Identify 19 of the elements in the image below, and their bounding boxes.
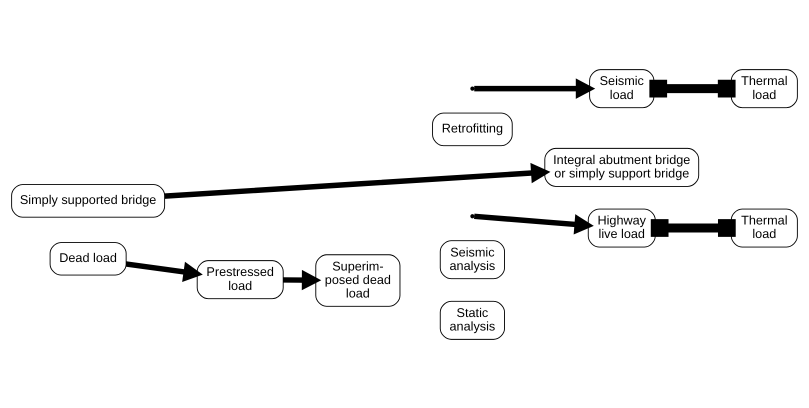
node-box: Superim- posed dead load bbox=[315, 254, 400, 306]
node-box: Thermal load bbox=[730, 68, 798, 108]
connector bbox=[650, 218, 736, 236]
arrow bbox=[126, 260, 203, 282]
node-box: Prestressed load bbox=[196, 260, 284, 299]
node-box: Retrofitting bbox=[432, 112, 513, 146]
arrow bbox=[283, 269, 322, 290]
node-box: Seismic load bbox=[589, 68, 654, 108]
arrow bbox=[474, 213, 594, 234]
node-box: Highway live load bbox=[588, 208, 656, 247]
arrow bbox=[474, 78, 596, 98]
connector bbox=[649, 79, 736, 97]
node-box: Static analysis bbox=[440, 300, 505, 340]
node-box: Integral abutment bridge or simply support bridge bbox=[544, 147, 700, 186]
node-box: Thermal load bbox=[730, 208, 798, 247]
node-box: Simply supported bridge bbox=[11, 184, 166, 218]
arrow bbox=[164, 162, 550, 198]
node-box: Seismic analysis bbox=[440, 240, 505, 279]
node-box: Dead load bbox=[50, 242, 127, 276]
